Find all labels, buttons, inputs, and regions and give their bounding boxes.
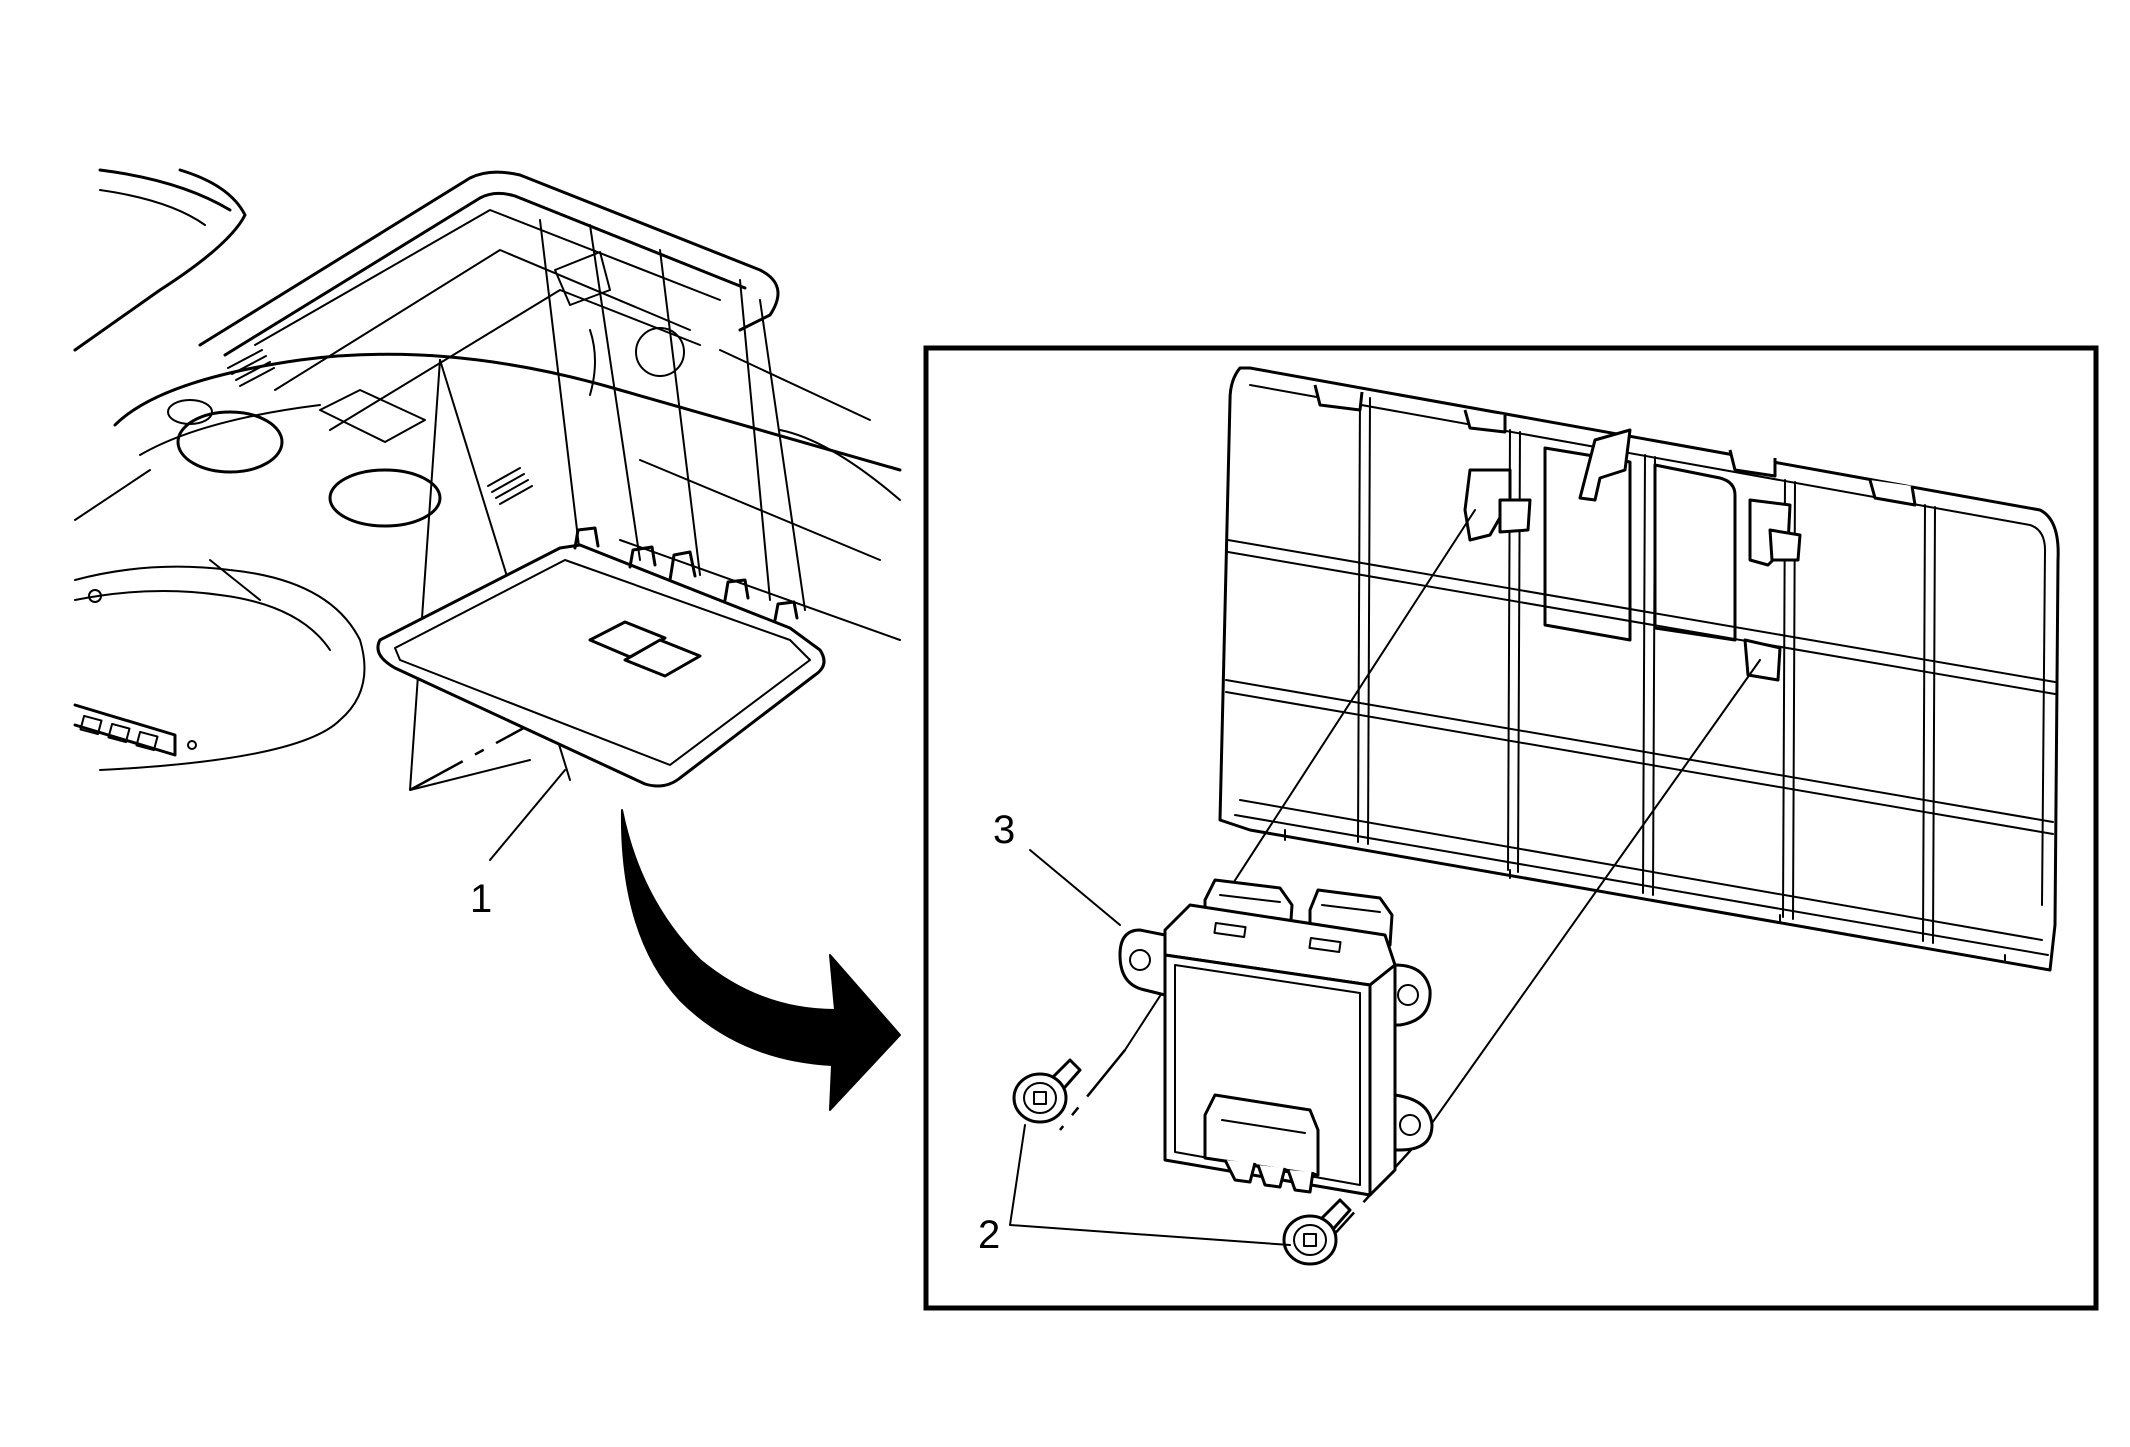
callout-3: 3 bbox=[993, 808, 1015, 852]
module-mounting-ear-lower bbox=[1383, 1093, 1434, 1152]
module-mounting-ear-left bbox=[1118, 928, 1167, 997]
console-vent-left bbox=[227, 349, 275, 387]
vehicle-interior-scene: 1 bbox=[73, 168, 902, 1111]
switch-button-left bbox=[588, 620, 667, 659]
retaining-clip-upper bbox=[1463, 428, 1632, 542]
screw-lower bbox=[1282, 1198, 1352, 1266]
lamp-switch-left bbox=[167, 399, 213, 425]
callout-2: 2 bbox=[978, 1213, 1000, 1257]
screw-upper bbox=[1012, 1058, 1082, 1124]
dome-lamp-lens-right bbox=[328, 468, 442, 528]
console-vent-right bbox=[487, 467, 533, 505]
dome-lamp-lens-left bbox=[176, 410, 284, 474]
console-trim-panel bbox=[376, 526, 826, 788]
curved-arrow bbox=[620, 809, 901, 1111]
switch-button-right bbox=[623, 638, 702, 678]
fastener-hole bbox=[635, 327, 685, 377]
electronic-module bbox=[1118, 878, 1434, 1197]
console-panel-rear-grid bbox=[1218, 366, 2060, 972]
module-bottom-connector bbox=[1203, 1093, 1320, 1194]
callout-1: 1 bbox=[470, 877, 492, 921]
console-button bbox=[319, 389, 426, 443]
